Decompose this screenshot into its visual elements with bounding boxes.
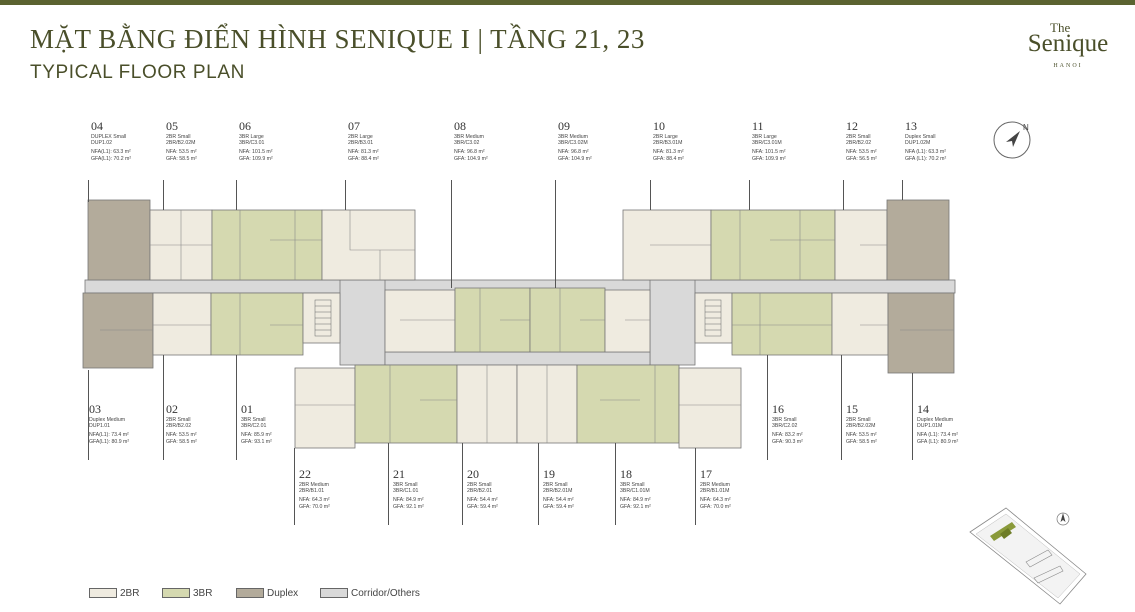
legend-swatch-corridor: [320, 588, 348, 598]
unit-07-shape: [321, 209, 416, 281]
leader-07: [345, 180, 346, 210]
unit-06-shape: [211, 209, 323, 281]
legend-item-duplex: Duplex: [236, 587, 298, 599]
legend-swatch-2br: [89, 588, 117, 598]
legend-swatch-3br: [162, 588, 190, 598]
leader-17: [695, 448, 696, 525]
legend-label-3br: 3BR: [193, 587, 213, 599]
leader-04: [88, 180, 89, 202]
logo-the: The: [1050, 20, 1071, 35]
legend-label-duplex: Duplex: [267, 587, 299, 599]
center-right-shape: [604, 289, 651, 353]
legend-label-2br: 2BR: [120, 587, 140, 599]
leader-11: [749, 180, 750, 210]
unit-14-shape: [887, 292, 955, 374]
north-arrow-icon: [1056, 512, 1070, 526]
leader-10: [650, 180, 651, 210]
site-plan-icon: [969, 507, 1087, 605]
leader-16: [767, 355, 768, 460]
svg-text:N: N: [1023, 123, 1029, 132]
unit-18-shape: [576, 364, 680, 444]
leader-08: [451, 180, 452, 288]
leader-22: [294, 448, 295, 525]
leader-18: [615, 443, 616, 525]
legend-item-corridor: Corridor/Others: [320, 587, 420, 599]
leader-19: [538, 443, 539, 525]
unit-16-shape: [731, 292, 833, 356]
leader-02: [163, 355, 164, 460]
leader-15: [841, 355, 842, 460]
logo-city: HANOI: [1053, 63, 1083, 69]
legend-item-2br: 2BR: [89, 587, 139, 599]
corridor-center: [384, 351, 651, 366]
unit-01-shape: [210, 292, 304, 356]
core-right: [649, 279, 696, 366]
leader-14: [912, 373, 913, 460]
leader-13: [902, 180, 903, 200]
top-accent-bar: [0, 0, 1135, 5]
logo-name: Senique: [1027, 30, 1109, 57]
leader-03: [88, 370, 89, 460]
unit-15-shape: [831, 292, 889, 356]
unit-03-shape: [82, 292, 154, 369]
legend-swatch-duplex: [236, 588, 264, 598]
legend-item-3br: 3BR: [162, 587, 212, 599]
center-left-shape: [384, 289, 456, 353]
unit-04-shape: [87, 199, 151, 281]
leader-01: [236, 355, 237, 460]
page-subtitle: TYPICAL FLOOR PLAN: [30, 62, 245, 83]
unit-17-shape: [678, 367, 742, 449]
unit-21-shape: [354, 364, 458, 444]
leader-05: [163, 180, 164, 210]
brand-logo: The Senique HANOI: [1008, 20, 1128, 75]
legend-label-corridor: Corridor/Others: [351, 587, 420, 599]
leader-12: [843, 180, 844, 210]
leader-21: [388, 443, 389, 525]
unit-02-shape: [152, 292, 212, 356]
unit-13-shape: [886, 199, 950, 281]
leader-20: [462, 443, 463, 525]
compass-north-icon: N: [993, 121, 1031, 159]
page-title: MẶT BẰNG ĐIỂN HÌNH SENIQUE I | TẦNG 21, …: [30, 24, 645, 54]
leader-09: [555, 180, 556, 288]
leader-06: [236, 180, 237, 210]
unit-11-shape: [710, 209, 836, 281]
core-left: [339, 279, 386, 366]
